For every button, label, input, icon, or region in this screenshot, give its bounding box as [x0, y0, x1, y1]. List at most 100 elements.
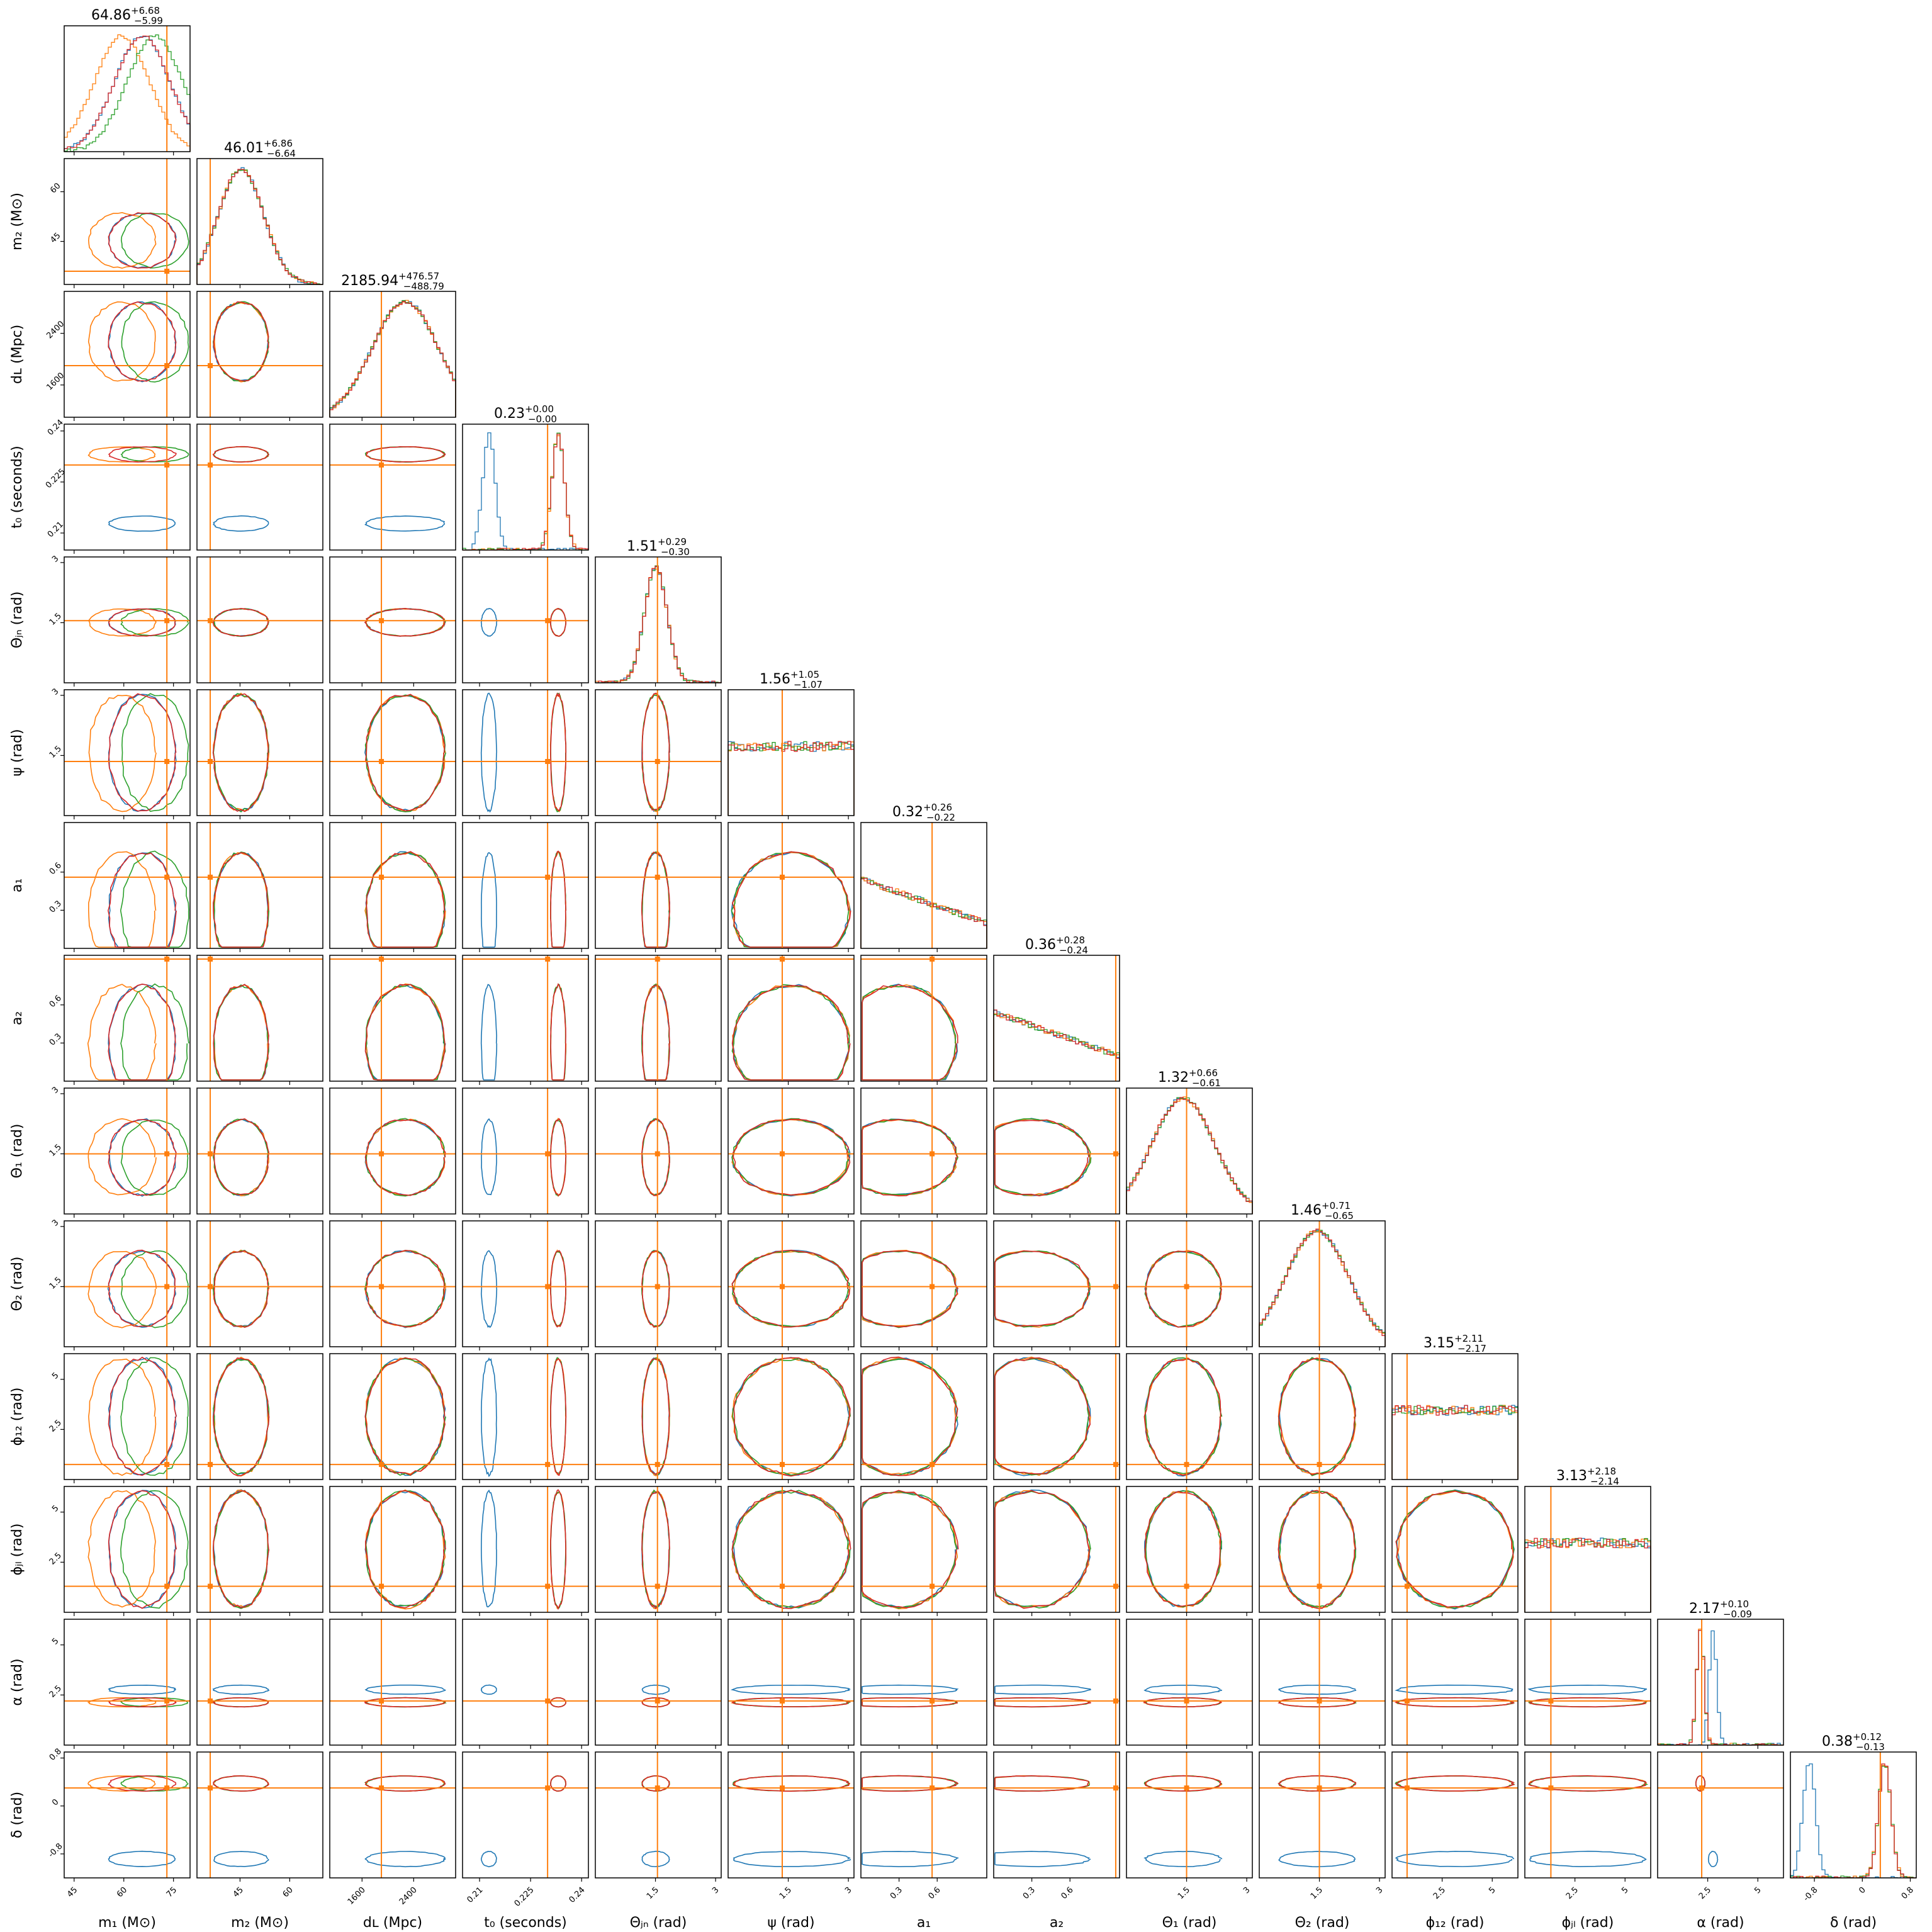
contour-cell-m2-thetajn	[196, 556, 323, 687]
contour-series-0	[481, 1118, 497, 1196]
contour-series-3	[365, 1775, 446, 1792]
contour-series-3	[862, 1118, 958, 1197]
contour-series-2	[120, 608, 189, 637]
contour-series-3	[1143, 1357, 1222, 1476]
hist-step-series-3	[1126, 1097, 1253, 1214]
hist-step-series-1	[1391, 1405, 1519, 1480]
cell-background	[64, 26, 190, 152]
truth-marker	[379, 1151, 385, 1157]
contour-series-1	[88, 1358, 157, 1476]
truth-marker	[164, 1583, 170, 1589]
cell-frame	[595, 1087, 722, 1215]
truth-marker	[208, 1785, 213, 1791]
hist-cell-phijl: 3.13+2.18−2.14	[1524, 1466, 1651, 1616]
contour-series-3	[641, 984, 670, 1081]
contour-series-0	[480, 984, 498, 1081]
contour-series-3	[641, 1490, 670, 1610]
cell-frame	[196, 1353, 323, 1480]
hist-cell-theta1: 1.32+0.66−0.61	[1126, 1067, 1253, 1218]
cell-background	[861, 1088, 987, 1214]
truth-marker	[164, 462, 170, 468]
upper-error: +476.57	[398, 271, 439, 282]
contour-series-3	[733, 1118, 851, 1196]
contour-series-3	[550, 1357, 567, 1476]
truth-marker	[929, 1785, 935, 1791]
x-axis-label-alpha: α (rad)	[1697, 1915, 1744, 1931]
truth-marker	[1548, 1785, 1554, 1791]
truth-marker	[164, 1284, 170, 1289]
lower-error: −2.14	[1590, 1476, 1619, 1487]
cell-frame	[196, 291, 323, 418]
x-tick-label: 60	[281, 1885, 295, 1899]
cell-background	[861, 1221, 987, 1347]
cell-background	[330, 690, 456, 816]
contour-series-3	[994, 1119, 1089, 1197]
contour-series-3	[364, 1697, 446, 1708]
cell-frame	[860, 1751, 987, 1879]
truth-marker	[1184, 1785, 1189, 1791]
truth-marker	[164, 268, 170, 274]
cell-background	[1392, 1752, 1518, 1878]
y-tick-label: 60	[48, 181, 62, 195]
contour-cell-dL-psi	[329, 689, 456, 819]
truth-marker	[208, 1462, 213, 1468]
contour-series-3	[994, 1697, 1092, 1708]
contour-series-1	[87, 1490, 156, 1608]
y-axis-label-dL: dʟ (Mpc)	[9, 325, 25, 384]
x-axis-label-a2: a₂	[1050, 1915, 1064, 1931]
median-value: 1.56	[760, 671, 790, 687]
x-axis-label-m1: m₁ (M⊙)	[98, 1915, 156, 1931]
cell-frame	[1259, 1220, 1386, 1347]
cell-background	[1392, 1354, 1518, 1480]
hist-cell-theta2: 1.46+0.71−0.65	[1259, 1200, 1386, 1351]
cell-frame	[196, 1619, 323, 1746]
contour-series-3	[364, 607, 446, 637]
contour-series-0	[1527, 1684, 1648, 1695]
contour-series-0	[641, 1850, 670, 1868]
cell-background	[197, 823, 323, 948]
contour-series-0	[862, 1851, 959, 1868]
cell-background	[64, 1088, 190, 1214]
contour-cell-dL-phijl	[329, 1486, 456, 1616]
cell-frame	[860, 1486, 987, 1613]
y-tick-label: 3	[50, 1218, 60, 1228]
cell-frame	[595, 1619, 722, 1746]
x-axis-label-theta1: Θ₁ (rad)	[1162, 1915, 1217, 1931]
y-axis-label-psi: ψ (rad)	[9, 729, 25, 776]
hist-step-series-3	[1391, 1405, 1519, 1480]
contour-series-2	[120, 446, 189, 463]
median-value: 0.32	[892, 804, 923, 820]
cell-frame	[1259, 1751, 1386, 1879]
contour-series-0	[108, 694, 177, 812]
hist-step-series-3	[993, 1009, 1120, 1081]
contour-series-3	[862, 1490, 959, 1609]
hist-step-series-2	[860, 877, 987, 948]
cell-frame	[993, 1486, 1120, 1613]
contour-series-0	[641, 1684, 670, 1695]
upper-error: +0.10	[1720, 1598, 1749, 1610]
contour-series-3	[731, 1490, 851, 1609]
contour-cell-m1-phi12: 2.55	[48, 1353, 191, 1483]
cell-frame	[993, 955, 1120, 1082]
cell-frame	[64, 689, 191, 816]
contour-series-2	[121, 301, 189, 383]
contour-series-3	[549, 692, 566, 812]
truth-marker	[164, 1151, 170, 1157]
cell-background	[1259, 1752, 1385, 1878]
cell-background	[64, 1619, 190, 1745]
contour-series-3	[862, 1356, 958, 1476]
lower-error: −0.65	[1325, 1210, 1354, 1222]
cell-frame	[595, 556, 722, 683]
cell-background	[1525, 1486, 1651, 1612]
hist-title-m2: 46.01+6.86−6.64	[224, 138, 296, 159]
cell-frame	[329, 556, 456, 683]
y-tick-label: 0.21	[46, 520, 65, 539]
x-tick-label: 60	[115, 1885, 129, 1899]
cell-frame	[329, 1486, 456, 1613]
truth-marker	[1317, 1462, 1322, 1468]
truth-marker	[208, 957, 213, 962]
truth-marker	[379, 759, 385, 765]
cell-background	[463, 1619, 588, 1745]
truth-marker	[654, 1151, 660, 1157]
